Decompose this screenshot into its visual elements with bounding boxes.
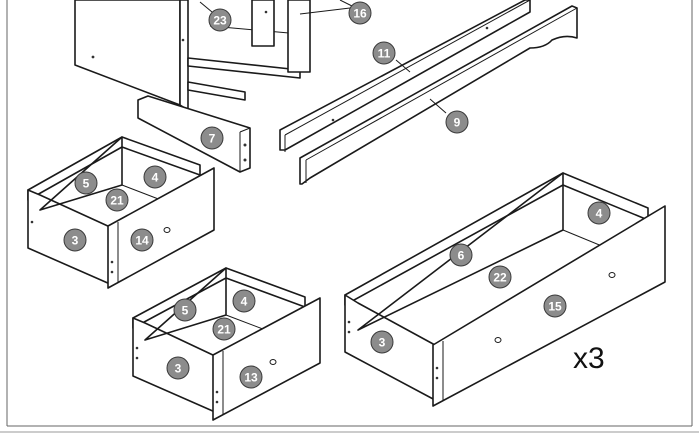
part-badge-circle (239, 365, 263, 389)
part-badge-16: 16 (348, 1, 372, 25)
part-number: 16 (353, 7, 367, 21)
part-badges: 23 16 11 9 7 5 4 21 3 14 5 4 21 3 13 6 4 22 15 3 (63, 1, 611, 389)
part-badge-circle (212, 317, 236, 341)
part-number: 7 (209, 132, 216, 146)
part-badge-11: 11 (372, 41, 396, 65)
part-number: 5 (83, 177, 90, 191)
part-badge-d3-22: 22 (488, 265, 512, 289)
part-number: 21 (110, 194, 124, 208)
drawer-1-front (107, 167, 215, 289)
part-number: 21 (217, 323, 231, 337)
part-number: 3 (175, 362, 182, 376)
post-left (251, 0, 275, 47)
part-badge-d3-3: 3 (370, 330, 394, 354)
frame-rail-lower (187, 81, 246, 101)
part-badge-circle (166, 356, 190, 380)
part-number: 23 (213, 14, 227, 28)
side-panel-front (74, 0, 181, 106)
part-badge-d2-4: 4 (232, 289, 256, 313)
leader-lines (199, 0, 447, 114)
part-badge-circle (488, 265, 512, 289)
part-number: 3 (72, 234, 79, 248)
part-number: 6 (458, 249, 465, 263)
part-badge-circle (74, 171, 98, 195)
part-badge-d1-5: 5 (74, 171, 98, 195)
part-badge-circle (173, 298, 197, 322)
drawer-large (344, 172, 666, 407)
part-badge-circle (372, 41, 396, 65)
part-badge-d3-15: 15 (543, 294, 567, 318)
part-number: 11 (378, 47, 391, 61)
part-badge-circle (370, 330, 394, 354)
part-badge-d2-21: 21 (212, 317, 236, 341)
drawer-small-2 (132, 267, 321, 421)
part-number: 5 (182, 304, 189, 318)
slat-11 (279, 0, 531, 152)
part-badge-d1-21: 21 (105, 188, 129, 212)
part-number: 14 (135, 234, 149, 248)
part-badge-d2-5: 5 (173, 298, 197, 322)
part-number: 13 (244, 371, 258, 385)
part-number: 4 (596, 207, 603, 221)
part-badge-7: 7 (200, 126, 224, 150)
part-number: 15 (548, 300, 562, 314)
part-badge-circle (208, 8, 232, 32)
part-number: 4 (241, 295, 248, 309)
frame-assembly (74, 0, 351, 173)
part-badge-d1-3: 3 (63, 228, 87, 252)
side-panel-edge (179, 0, 189, 111)
part-badge-d3-6: 6 (449, 243, 473, 267)
part-badge-circle (143, 165, 167, 189)
part-badge-circle (232, 289, 256, 313)
part-badge-d1-14: 14 (130, 228, 154, 252)
post-right (287, 0, 311, 73)
frame-rail-upper (187, 57, 301, 79)
part-badge-circle (105, 188, 129, 212)
drawer-2-front (212, 297, 321, 421)
part-badge-circle (445, 110, 469, 134)
part-badge-circle (63, 228, 87, 252)
drawer-small-1 (27, 136, 215, 289)
slat-9 (299, 5, 578, 185)
part-badge-circle (543, 294, 567, 318)
part-badge-circle (449, 243, 473, 267)
part-badge-circle (200, 126, 224, 150)
part-badge-circle (587, 201, 611, 225)
part-badge-23: 23 (208, 8, 232, 32)
part-number: 22 (493, 271, 507, 285)
part-badge-d2-3: 3 (166, 356, 190, 380)
part-badge-d2-13: 13 (239, 365, 263, 389)
part-number: 4 (152, 171, 159, 185)
part-badge-d1-4: 4 (143, 165, 167, 189)
part-badge-d3-4: 4 (587, 201, 611, 225)
bottom-beam (137, 95, 251, 173)
part-badge-9: 9 (445, 110, 469, 134)
part-number: 3 (379, 336, 386, 350)
quantity-label: x3 (573, 342, 605, 375)
part-number: 9 (454, 116, 461, 130)
part-badge-circle (130, 228, 154, 252)
part-badge-circle (348, 1, 372, 25)
